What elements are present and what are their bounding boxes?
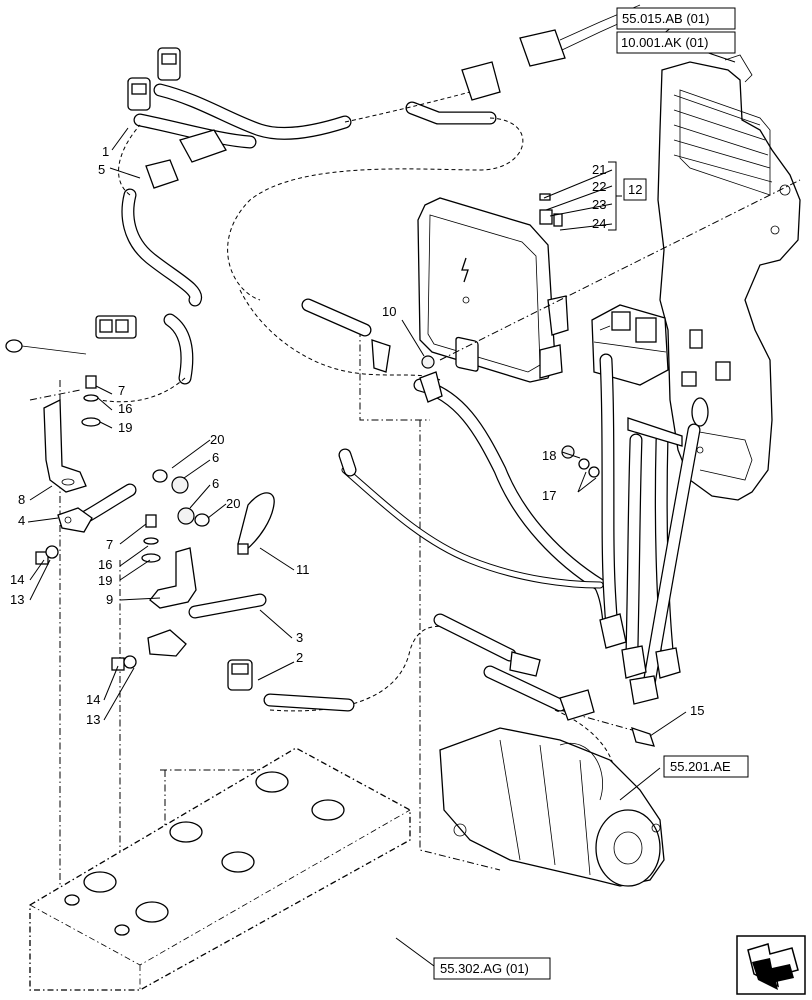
callout-7a: 7 (118, 383, 125, 398)
callout-9: 9 (106, 592, 113, 607)
callout-13a: 13 (10, 592, 24, 607)
callout-15: 15 (690, 703, 704, 718)
ref-box-55302ag (433, 957, 551, 980)
callout-19a: 19 (118, 420, 132, 435)
callout-22: 22 (592, 179, 606, 194)
callout-24: 24 (592, 216, 606, 231)
ecu-controller (417, 197, 569, 383)
callout-numbers: 1 5 21 22 23 24 10 7 16 19 20 6 18 6 17 … (10, 144, 704, 727)
ref-box-10001ak (616, 31, 736, 54)
callout-3: 3 (296, 630, 303, 645)
ref-55201ae[interactable]: 55.201.AE (670, 759, 731, 774)
kit-box-12 (623, 178, 647, 201)
ref-box-55201ae (663, 755, 749, 778)
ref-55015ab[interactable]: 55.015.AB (01) (622, 11, 709, 26)
callout-14b: 14 (86, 692, 100, 707)
kit-bracket (608, 161, 622, 231)
callout-20b: 20 (226, 496, 240, 511)
ref-10001ak[interactable]: 10.001.AK (01) (621, 35, 708, 50)
callout-17: 17 (542, 488, 556, 503)
callout-10: 10 (382, 304, 396, 319)
frame-bracket (657, 54, 801, 501)
starter-motor (439, 727, 665, 887)
callout-16b: 16 (98, 557, 112, 572)
callout-7b: 7 (106, 537, 113, 552)
callout-14a: 14 (10, 572, 24, 587)
callout-5: 5 (98, 162, 105, 177)
callout-13b: 13 (86, 712, 100, 727)
callout-11: 11 (296, 562, 310, 577)
kit-label-12: 12 (628, 182, 642, 197)
callout-21: 21 (592, 162, 606, 177)
callout-23: 23 (592, 197, 606, 212)
main-wiring-harness (95, 4, 641, 385)
next-page-arrow-icon[interactable] (736, 935, 806, 995)
callout-4: 4 (18, 513, 25, 528)
callout-16a: 16 (118, 401, 132, 416)
callout-2: 2 (296, 650, 303, 665)
callout-8: 8 (18, 492, 25, 507)
callout-19b: 19 (98, 573, 112, 588)
callout-18: 18 (542, 448, 556, 463)
callout-6b: 6 (212, 476, 219, 491)
callout-6a: 6 (212, 450, 219, 465)
callout-1: 1 (102, 144, 109, 159)
hardware (5, 193, 655, 747)
battery-cables (73, 298, 709, 721)
ref-55302ag[interactable]: 55.302.AG (01) (440, 961, 529, 976)
ref-box-55015ab (616, 7, 736, 30)
battery (29, 747, 411, 991)
callout-20a: 20 (210, 432, 224, 447)
